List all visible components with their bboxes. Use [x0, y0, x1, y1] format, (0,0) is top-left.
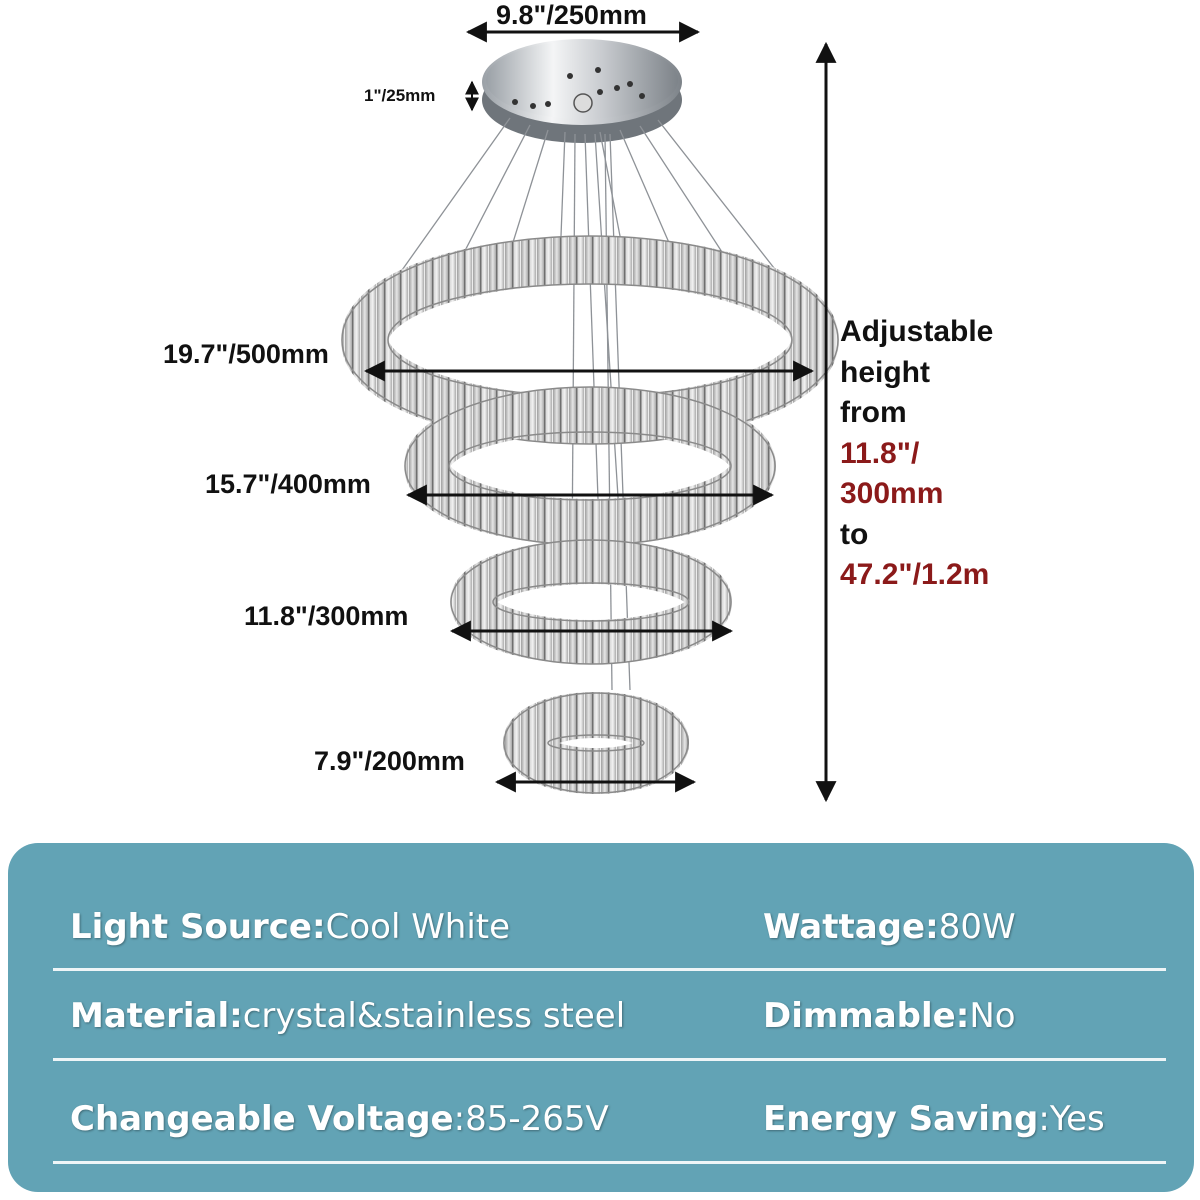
spec-dimmable-label: Dimmable: [763, 996, 970, 1036]
height-max: 47.2"/1.2m [840, 558, 990, 591]
ring1-diameter-label: 19.7"/500mm [163, 339, 329, 369]
height-note-line2: height [840, 355, 930, 389]
spec-energy-label: Energy Saving [763, 1099, 1039, 1139]
spec-divider-3 [53, 1161, 1166, 1164]
height-note-line3: from [840, 396, 907, 429]
spec-voltage-sep: : [453, 1099, 466, 1139]
spec-dimmable-value: No [969, 996, 1016, 1036]
spec-voltage-value: 85-265V [465, 1099, 609, 1139]
height-note-to: to [840, 517, 869, 551]
spec-light-source-label: Light Source: [70, 907, 326, 947]
spec-wattage-label: Wattage: [763, 907, 939, 947]
spec-voltage: Changeable Voltage:85-265V [70, 1099, 609, 1139]
crystal-ring-2 [404, 386, 776, 546]
height-min-inches: 11.8"/ [840, 436, 920, 470]
crystal-ring-3 [450, 539, 732, 665]
crystal-ring-4 [503, 692, 689, 794]
spec-row-3: Changeable Voltage:85-265V Energy Saving… [8, 1099, 1194, 1159]
chandelier-diagram [341, 21, 839, 803]
spec-light-source-value: Cool White [325, 907, 511, 947]
spec-energy-sep: : [1038, 1099, 1050, 1139]
spec-material: Material:crystal&stainless steel [70, 996, 625, 1036]
spec-row-1: Light Source:Cool White Wattage:80W [8, 907, 1194, 967]
spec-dimmable: Dimmable:No [763, 996, 1016, 1036]
spec-divider-2 [53, 1058, 1166, 1061]
spec-material-value: crystal&stainless steel [242, 996, 626, 1036]
ring4-diameter-label: 7.9"/200mm [314, 746, 465, 776]
ring3-diameter-label: 11.8"/300mm [244, 601, 409, 631]
spec-light-source: Light Source:Cool White [70, 907, 510, 947]
spec-material-label: Material: [70, 996, 243, 1036]
adjustable-height-note: Adjustable height from 11.8"/ 300mm to 4… [840, 312, 993, 596]
spec-wattage-value: 80W [938, 907, 1016, 947]
height-min-mm: 300mm [840, 477, 944, 510]
spec-divider-1 [53, 968, 1166, 971]
spec-energy-value: Yes [1049, 1099, 1105, 1139]
spec-panel: Light Source:Cool White Wattage:80W Mate… [8, 843, 1194, 1192]
canopy-height-label: 1"/25mm [364, 86, 436, 105]
spec-energy-saving: Energy Saving:Yes [763, 1099, 1105, 1139]
spec-row-2: Material:crystal&stainless steel Dimmabl… [8, 996, 1194, 1056]
canopy-diameter-label: 9.8"/250mm [496, 0, 647, 30]
canopy [482, 39, 682, 143]
spec-voltage-label: Changeable Voltage [70, 1099, 454, 1139]
dimension-arrows [363, 21, 837, 803]
height-note-line1: Adjustable [840, 315, 994, 348]
ring2-diameter-label: 15.7"/400mm [205, 469, 371, 499]
spec-wattage: Wattage:80W [763, 907, 1016, 947]
